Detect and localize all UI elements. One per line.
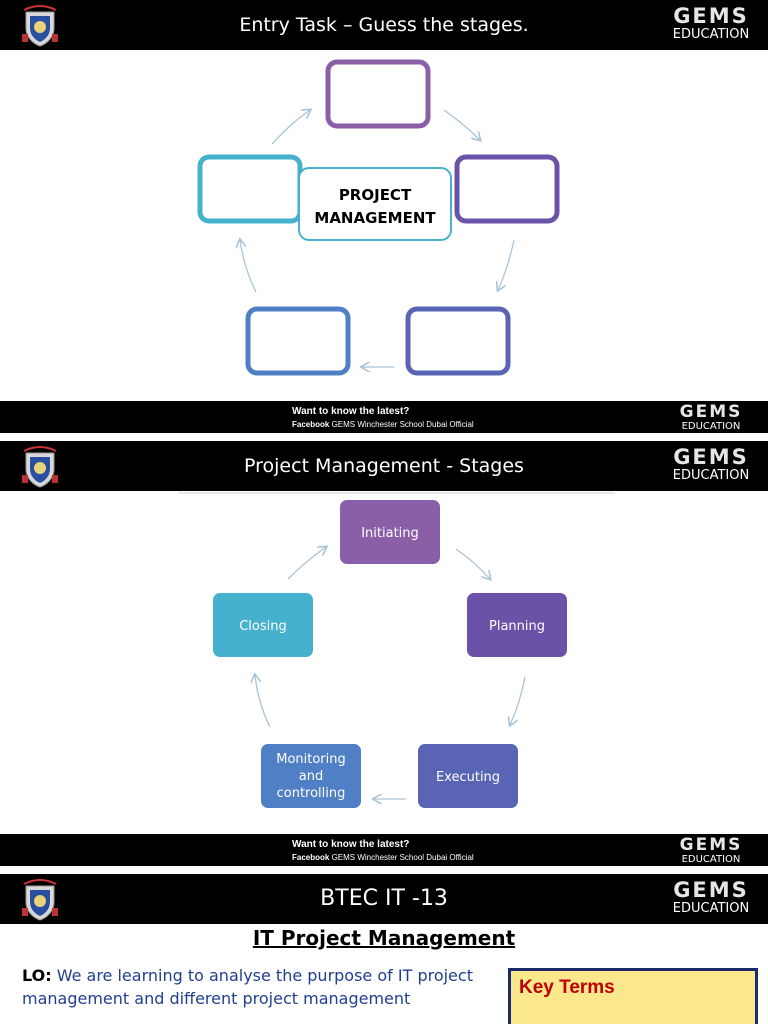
stage-box-planning bbox=[467, 593, 567, 657]
gems-logo-sub: EDUCATION bbox=[681, 854, 741, 865]
stage-box-closing bbox=[213, 593, 313, 657]
lo-text: We are learning to analyse the purpose o… bbox=[22, 966, 473, 1008]
gems-logo-sub: EDUCATION bbox=[672, 468, 750, 483]
gems-logo: GEMS EDUCATION bbox=[668, 403, 754, 433]
lo-label: LO: bbox=[22, 966, 52, 985]
stage-box-executing bbox=[418, 744, 518, 808]
stage-label-planning: Planning bbox=[489, 619, 545, 634]
stage-box-bottom-left bbox=[245, 306, 351, 376]
key-terms-box: Key Terms bbox=[508, 968, 758, 1024]
center-label-line1: PROJECT bbox=[339, 186, 412, 204]
footer-facebook: Facebook bbox=[292, 420, 330, 429]
slide-stages: Project Management - Stages GEMS EDUCATI… bbox=[0, 441, 768, 867]
gems-logo-word: GEMS bbox=[679, 402, 743, 422]
stage-label-initiating: Initiating bbox=[361, 526, 419, 541]
cycle-arrow bbox=[255, 675, 271, 728]
stage-label-closing: Closing bbox=[239, 619, 287, 634]
footer-line1: Want to know the latest? bbox=[292, 839, 410, 850]
gems-logo: GEMS EDUCATION bbox=[668, 5, 754, 47]
stage-box-bottom-right bbox=[405, 306, 511, 376]
slide-title: Entry Task – Guess the stages. bbox=[239, 14, 529, 36]
stage-box-monitoring bbox=[261, 744, 361, 808]
footer-line1: Want to know the latest? bbox=[292, 406, 410, 417]
gems-logo: GEMS EDUCATION bbox=[668, 446, 754, 488]
slide-title: Project Management - Stages bbox=[244, 455, 524, 477]
school-crest-icon bbox=[22, 446, 58, 488]
gems-logo-word: GEMS bbox=[679, 835, 743, 855]
slide-btec-intro: BTEC IT -13 GEMS EDUCATION IT Project Ma… bbox=[0, 874, 768, 1024]
gems-logo: GEMS EDUCATION bbox=[668, 836, 754, 866]
stages-cycle-diagram: PROJECT MANAGEMENT bbox=[197, 59, 560, 376]
footer-page-name: GEMS Winchester School Dubai Official bbox=[329, 853, 474, 862]
gems-logo-word: GEMS bbox=[673, 4, 749, 28]
gems-logo-word: GEMS bbox=[673, 445, 749, 469]
cycle-arrow bbox=[498, 239, 515, 290]
gems-logo: GEMS EDUCATION bbox=[668, 879, 754, 921]
footer-facebook: Facebook bbox=[292, 853, 330, 862]
gems-logo-sub: EDUCATION bbox=[672, 901, 750, 916]
cycle-arrow bbox=[455, 548, 490, 579]
slide-footer: Want to know the latest? Facebook GEMS W… bbox=[0, 401, 768, 433]
school-crest-icon bbox=[22, 5, 58, 47]
stage-label-executing: Executing bbox=[436, 770, 500, 785]
gems-logo-sub: EDUCATION bbox=[672, 27, 750, 42]
slide-header: Entry Task – Guess the stages. GEMS EDUC… bbox=[0, 0, 768, 50]
slide-title: BTEC IT -13 bbox=[320, 886, 448, 911]
cycle-arrow bbox=[510, 676, 526, 725]
gems-logo-word: GEMS bbox=[673, 878, 749, 902]
stage-label-monitoring-2: and bbox=[299, 769, 323, 784]
footer-line2: Facebook GEMS Winchester School Dubai Of… bbox=[292, 420, 474, 429]
key-terms-label: Key Terms bbox=[519, 977, 615, 998]
slide-entry-task: Entry Task – Guess the stages. GEMS EDUC… bbox=[0, 0, 768, 434]
stages-cycle-diagram: Initiating Planning Executing Monitoring… bbox=[178, 492, 615, 808]
stage-label-monitoring-1: Monitoring bbox=[276, 752, 346, 767]
slide-header: Project Management - Stages GEMS EDUCATI… bbox=[0, 441, 768, 491]
cycle-arrow bbox=[287, 547, 326, 580]
section-heading: IT Project Management bbox=[252, 926, 516, 950]
cycle-arrow bbox=[240, 240, 257, 293]
cycle-arrow bbox=[271, 110, 310, 145]
school-crest-icon bbox=[22, 879, 58, 921]
stage-label-monitoring-3: controlling bbox=[277, 786, 346, 801]
cycle-arrow bbox=[443, 109, 480, 140]
stage-box-right bbox=[454, 154, 560, 224]
stage-box-left bbox=[197, 154, 303, 224]
stage-box-top bbox=[325, 59, 431, 129]
slide-footer: Want to know the latest? Facebook GEMS W… bbox=[0, 834, 768, 866]
footer-page-name: GEMS Winchester School Dubai Official bbox=[329, 420, 474, 429]
learning-objective: LO: We are learning to analyse the purpo… bbox=[22, 964, 482, 1010]
center-label-line2: MANAGEMENT bbox=[314, 209, 436, 227]
footer-line2: Facebook GEMS Winchester School Dubai Of… bbox=[292, 853, 474, 862]
gems-logo-sub: EDUCATION bbox=[681, 421, 741, 432]
slide-header: BTEC IT -13 GEMS EDUCATION bbox=[0, 874, 768, 924]
center-box bbox=[298, 167, 452, 241]
stage-box-initiating bbox=[340, 500, 440, 564]
